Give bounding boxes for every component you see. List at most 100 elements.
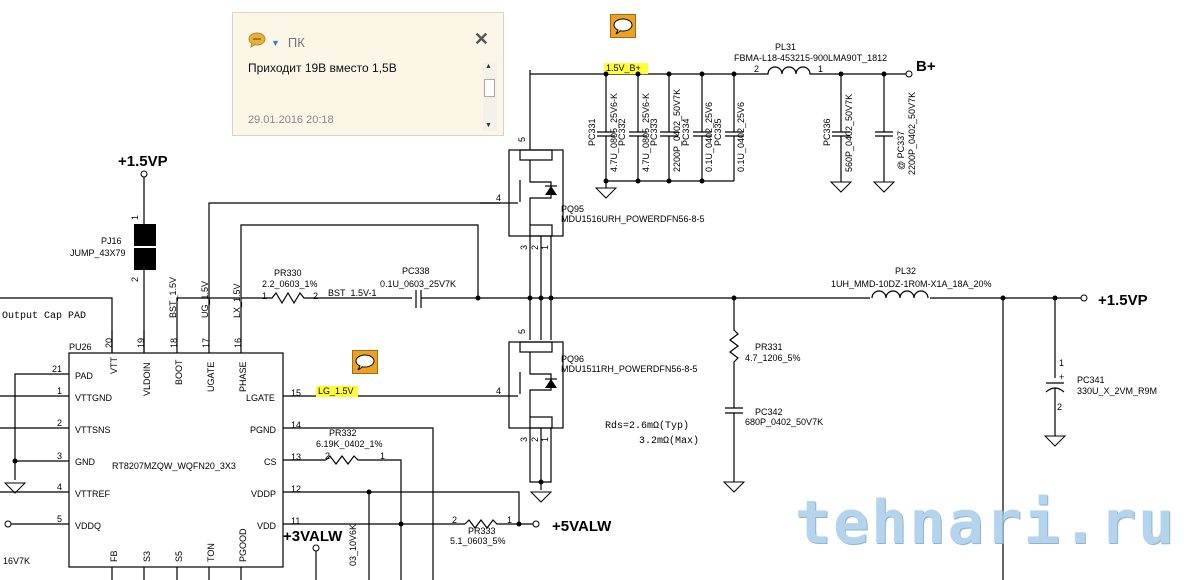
pr331-ref: PR331 — [755, 342, 783, 352]
net-label-1.5vp-top: +1.5VP — [118, 153, 168, 170]
pl31-value: FBMA-L18-453215-900LMA90T_1812 — [734, 53, 887, 63]
svg-text:0.1U_0402_25V6: 0.1U_0402_25V6 — [736, 102, 746, 172]
svg-text:LGATE: LGATE — [246, 393, 275, 403]
svg-text:PC334: PC334 — [681, 118, 691, 146]
svg-text:PHASE: PHASE — [238, 361, 248, 392]
pr330-ref: PR330 — [274, 268, 302, 278]
scroll-down-icon[interactable]: ▼ — [485, 122, 492, 129]
svg-text:3: 3 — [519, 245, 529, 250]
net-lx-1.5v: LX_1.5V — [232, 283, 242, 318]
svg-text:1: 1 — [130, 215, 140, 220]
svg-text:@ PC337: @ PC337 — [896, 131, 906, 170]
svg-text:2: 2 — [1057, 402, 1062, 412]
net-label-highlight — [316, 386, 358, 397]
svg-text:+: + — [1059, 372, 1064, 382]
svg-text:21: 21 — [52, 364, 62, 374]
pc338-ref: PC338 — [402, 266, 430, 276]
svg-text:PC332: PC332 — [617, 118, 627, 146]
svg-text:2: 2 — [530, 437, 540, 442]
ic-left-pins: 21 1 2 3 4 5 PAD VTTGND VTTSNS GND VTTRE… — [0, 364, 112, 531]
svg-text:VTTGND: VTTGND — [75, 393, 112, 403]
cap-bank — [594, 71, 743, 199]
net-ug-1.5v: UG_1.5V — [200, 281, 210, 318]
svg-text:19: 19 — [136, 338, 146, 348]
net-terminal — [140, 170, 148, 178]
net-label-1.5vp-right: +1.5VP — [1098, 292, 1148, 309]
watermark: tehnari.ru — [795, 488, 1177, 558]
svg-text:15: 15 — [291, 388, 301, 398]
pl32-value: 1UH_MMD-10DZ-1R0M-X1A_18A_20% — [831, 279, 992, 289]
pc341-ref: PC341 — [1077, 375, 1105, 385]
svg-text:2: 2 — [754, 64, 759, 74]
svg-text:1: 1 — [818, 64, 823, 74]
svg-text:PAD: PAD — [75, 371, 93, 381]
svg-text:2: 2 — [313, 291, 318, 301]
svg-text:TON: TON — [206, 543, 216, 562]
pc338-value: 0.1U_0603_25V7K — [380, 279, 456, 289]
svg-text:VTTREF: VTTREF — [75, 489, 111, 499]
svg-text:PGOOD: PGOOD — [238, 528, 248, 562]
pl31-ref: PL31 — [775, 42, 796, 52]
net-label-3valw: +3VALW — [283, 528, 343, 545]
net-1.5v-b-plus: 1.5V_B+ — [606, 63, 641, 73]
svg-text:1: 1 — [1059, 358, 1064, 368]
svg-text:3: 3 — [57, 451, 62, 461]
svg-text:0.1U_0402_25V6: 0.1U_0402_25V6 — [704, 102, 714, 172]
net-label-b-plus: B+ — [916, 58, 936, 75]
svg-text:5: 5 — [57, 514, 62, 524]
svg-text:VTT: VTT — [109, 356, 119, 374]
net-label-highlight — [604, 63, 648, 74]
svg-text:4: 4 — [496, 386, 501, 396]
jumper-pj16-pad2 — [134, 248, 156, 270]
svg-text:PGND: PGND — [250, 425, 277, 435]
svg-text:2: 2 — [452, 515, 457, 525]
net-lg-1.5v: LG_1.5V — [318, 386, 354, 396]
ic-right-pins: LGATE PGND CS VDDP VDD 15 14 13 12 11 — [246, 388, 301, 531]
comment-note-icon[interactable] — [610, 14, 636, 38]
svg-text:16: 16 — [233, 338, 243, 348]
dropdown-arrow-icon[interactable]: ▼ — [271, 37, 280, 48]
svg-text:560P_0402_50V7K: 560P_0402_50V7K — [844, 94, 854, 172]
svg-text:1: 1 — [57, 386, 62, 396]
pr333-ref: PR333 — [468, 526, 496, 536]
svg-text:VDDP: VDDP — [251, 489, 276, 499]
svg-text:4: 4 — [57, 482, 62, 492]
pu26-value: RT8207MZQW_WQFN20_3X3 — [112, 461, 236, 471]
pr331-value: 4.7_1206_5% — [745, 353, 801, 363]
svg-text:14: 14 — [291, 420, 301, 430]
svg-text:4: 4 — [496, 193, 501, 203]
speech-bubble-icon[interactable] — [247, 31, 267, 54]
scroll-up-icon[interactable]: ▲ — [485, 63, 492, 70]
ic-top-pins: 20 19 18 17 16 VTT VLDOIN BOOT UGATE PHA… — [104, 338, 248, 396]
svg-text:PC336: PC336 — [822, 118, 832, 146]
svg-text:UGATE: UGATE — [206, 362, 216, 392]
cut-label-bottom: 03_10V6K — [348, 524, 358, 566]
comment-text[interactable]: Приходит 19В вместо 1,5В — [248, 61, 397, 75]
comment-author: ПК — [287, 35, 305, 50]
svg-text:1: 1 — [262, 291, 267, 301]
close-icon[interactable]: ✕ — [473, 29, 489, 49]
pr332-ref: PR332 — [329, 428, 357, 438]
cut-label-left: 16V7K — [3, 556, 30, 566]
pj16-value: JUMP_43X79 — [70, 248, 126, 258]
svg-text:BOOT: BOOT — [174, 359, 184, 385]
svg-text:12: 12 — [291, 484, 301, 494]
svg-text:18: 18 — [169, 338, 179, 348]
svg-text:GND: GND — [75, 457, 96, 467]
comment-note-icon[interactable] — [352, 350, 378, 374]
net-bst-1.5v-1: BST_1.5V-1 — [328, 288, 377, 298]
pr330-value: 2.2_0603_1% — [262, 279, 318, 289]
comment-popup: ▼ ПК ✕ Приходит 19В вместо 1,5В 29.01.20… — [232, 12, 504, 136]
svg-text:11: 11 — [291, 516, 300, 526]
rds-typ-note: Rds=2.6mΩ(Typ) — [605, 420, 689, 432]
comment-scrollbar[interactable]: ▲ ▼ — [483, 63, 497, 131]
svg-text:17: 17 — [201, 338, 211, 348]
pq95-value: MDU1516URH_POWERDFN56-8-5 — [561, 214, 705, 224]
net-label-5valw: +5VALW — [552, 518, 612, 535]
svg-text:PC333: PC333 — [649, 118, 659, 146]
svg-text:20: 20 — [104, 338, 114, 348]
svg-text:3: 3 — [519, 437, 529, 442]
svg-text:5: 5 — [517, 329, 527, 334]
svg-text:5: 5 — [517, 137, 527, 142]
scroll-thumb[interactable] — [484, 79, 495, 97]
